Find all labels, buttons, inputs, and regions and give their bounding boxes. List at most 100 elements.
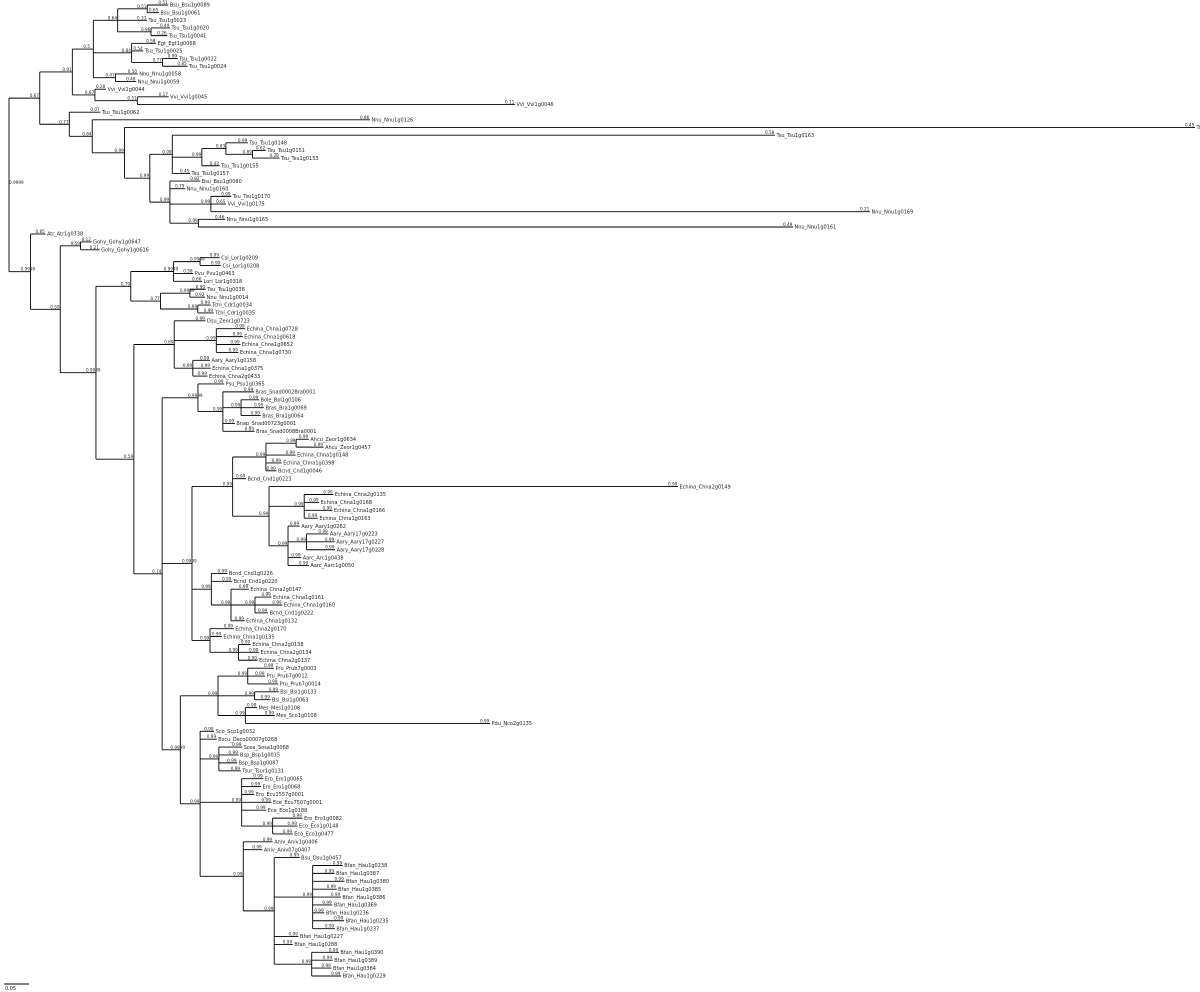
support-value: 0.82 [190, 176, 200, 181]
support-value: 0.99 [283, 829, 293, 834]
tip-label: Nnu_Nnu1g0160 [187, 186, 229, 192]
support-value: 0.99 [256, 452, 266, 457]
tip-label: Bfan_Hau1g0235 [346, 918, 389, 924]
support-value: 0.99 [217, 568, 227, 573]
support-value: 0.99 [318, 529, 328, 534]
scale-bar-label: 0.05 [5, 986, 16, 992]
support-value: 0.51 [158, 0, 168, 5]
support-value: 0.5 [83, 44, 90, 49]
support-value: 0.99 [263, 837, 273, 842]
support-value: 0.51 [137, 4, 147, 9]
tip-label: Lori_Lor1g0318 [204, 279, 243, 285]
support-value: 0.92 [195, 292, 205, 297]
tip-label: Aary_Aary17g0223 [330, 532, 378, 538]
support-value: 0.99 [236, 474, 246, 479]
tip-label: Tsur_Tsur1g0131 [241, 768, 284, 774]
support-value: 0.99 [225, 418, 235, 423]
support-value: 0.58 [146, 38, 156, 43]
support-value: 0.99 [201, 199, 211, 204]
tip-label: Gohy_Gohy1g0647 [93, 240, 141, 246]
support-value: 0.99 [231, 403, 241, 408]
support-value: 0.99 [291, 553, 301, 558]
support-value: 0.99 [322, 900, 332, 905]
support-value: 0.28 [269, 153, 279, 158]
support-value: 0.65 [216, 199, 226, 204]
support-value: 0.99 [232, 742, 242, 747]
support-value: 0.99 [239, 584, 249, 589]
tip-label: Echina_Chna2g0134 [261, 650, 312, 656]
tip-label: Echina_Chna1g0161 [273, 595, 324, 601]
tip-label: Echina_Chna1g0132 [246, 618, 297, 624]
support-value: 0.99 [251, 782, 261, 787]
tip-label: Bfan_Hau1g0288 [294, 942, 337, 948]
support-value: 0.66 [192, 276, 202, 281]
support-value: 0.99 [238, 671, 248, 676]
tip-label: Aarc_Arc1g0438 [303, 555, 344, 561]
tip-label: Bfan_Hau1g0380 [346, 879, 389, 885]
support-value: 0.07 [90, 107, 100, 112]
tip-label: Bcnd_Cnd1g0226 [229, 571, 273, 577]
support-value: 0.99 [247, 703, 257, 708]
support-value: 0.9999 [182, 559, 197, 564]
support-value: 0.99 [293, 813, 303, 818]
support-value: 0.99 [200, 636, 210, 641]
support-value: 0.9999 [188, 393, 203, 398]
tip-label: Echina_Chna1g0652 [242, 342, 293, 348]
tip-label: Dsu_Zeor1g0723 [207, 319, 250, 325]
tip-label: Tchi_Cdr1g0034 [211, 303, 252, 309]
support-value: 0.64 [108, 15, 118, 20]
support-value: 0.67 [30, 93, 40, 98]
support-value: 0.99 [183, 363, 193, 368]
support-value: 0.43 [210, 161, 220, 166]
support-value: 0.99 [188, 304, 198, 309]
support-value: 0.99 [224, 624, 234, 629]
tip-label: Ece_Ecu7507g0001 [273, 800, 322, 806]
tip-label: Aary_Aary1g0158 [211, 358, 256, 364]
support-value: 0.99 [261, 797, 271, 802]
support-value: 0.99 [299, 434, 309, 439]
support-value: 0.99 [198, 371, 208, 376]
support-value: 0.99 [245, 691, 255, 696]
support-value: 0.46 [215, 214, 225, 219]
support-value: 0.99 [201, 363, 211, 368]
tip-label: Bcnd_Cnd1g0046 [278, 469, 322, 475]
tip-label: Tsu_Tsu1g0153 [280, 156, 319, 162]
support-value: 0.99 [278, 541, 288, 546]
tip-label: Ahcu_Zeor1g0634 [310, 437, 356, 443]
support-value: 0.99 [235, 324, 245, 329]
tip-label: Tsu_Tsu1g0022 [178, 56, 217, 62]
support-value: 0.49 [783, 222, 793, 227]
support-value: 0.99 [334, 916, 344, 921]
tip-label: Tsu_Tsu1g0157 [190, 171, 229, 177]
support-value: 0.99 [245, 426, 255, 431]
support-value: 0.9999 [86, 368, 101, 373]
support-value: 0.84 [82, 131, 92, 136]
support-value: 0.99 [196, 284, 206, 289]
support-value: 0.99 [252, 845, 262, 850]
tip-label: Bsp_Bsp1g0087 [239, 761, 279, 767]
support-value: 0.99 [321, 963, 331, 968]
support-value: 0.99 [288, 821, 298, 826]
tip-label: Echina_Chna1g0148 [297, 453, 348, 459]
support-value: 0.85 [177, 61, 187, 66]
tree-branches [8, 4, 1195, 977]
tip-label: Atr_Atr1g0738 [47, 232, 83, 238]
support-value: 0.99 [233, 332, 243, 337]
tip-label: Ero_Ero1g0065 [265, 776, 303, 782]
support-value: 0.99 [253, 774, 263, 779]
support-value: 0.99 [248, 655, 258, 660]
tip-label: Ero_Ero1g0068 [262, 784, 300, 790]
tip-label: Pdu_Nco2g0135 [492, 721, 533, 727]
support-value: 0.99 [231, 766, 241, 771]
tip-label: Bsi_Bsi1g0063 [272, 697, 308, 703]
support-value: 0.99 [325, 537, 335, 542]
support-value: 0.99 [269, 687, 279, 692]
support-value: 0.9999 [21, 267, 36, 272]
tip-label: Bfan_Hau1g0384 [333, 966, 376, 972]
support-value: 0.45 [180, 168, 190, 173]
support-value: 0.84 [122, 48, 132, 53]
support-value: 0.9999 [190, 257, 205, 262]
tip-label: Pru_Prub7g0014 [280, 682, 321, 688]
support-value: 0.99 [272, 458, 282, 463]
tip-label: Ece_Ece1g0188 [268, 808, 308, 814]
